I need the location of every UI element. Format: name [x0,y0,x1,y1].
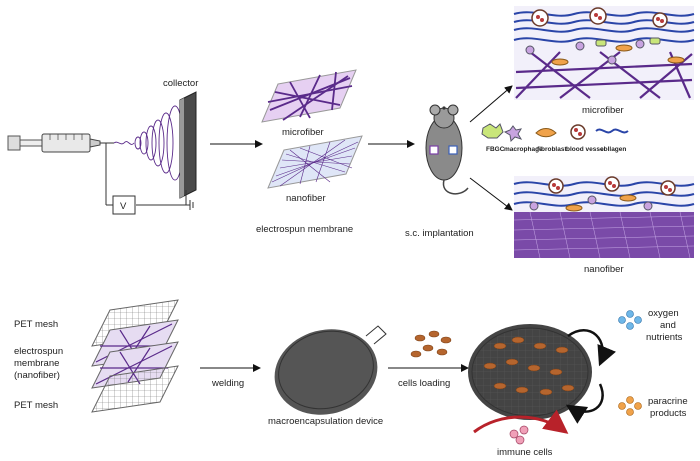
nanofiber-tissue-result [513,176,695,259]
loaded-cells-icon [410,330,452,358]
pet-mesh-top-label: PET mesh [14,319,58,330]
loaded-device [468,324,616,424]
result-microfiber-label: microfiber [582,105,624,116]
membrane-label-2: membrane [14,358,59,369]
oxygen-label-2: and [660,320,676,331]
membrane-caption: electrospun membrane [256,224,353,235]
cell-legend [481,123,629,143]
paracrine-label-1: paracrine [648,396,688,407]
legend-fibroblast: fibroblast [537,146,567,153]
nanofiber-label: nanofiber [286,193,326,204]
microfiber-membrane [261,69,357,123]
legend-fbgc: FBGC [486,146,505,153]
paracrine-label-2: products [650,408,687,419]
nanofiber-membrane [267,135,363,189]
pet-mesh-bottom-label: PET mesh [14,400,58,411]
immune-cells-icon [509,425,529,445]
microfiber-label: microfiber [282,127,324,138]
voltage-source [112,195,136,215]
legend-blood-vessel: blood vessel [566,146,606,153]
immune-cells-arrow [473,409,569,434]
collector-label: collector [163,78,198,89]
blood-vessel-icon [570,124,586,140]
result-nanofiber-label: nanofiber [584,264,624,275]
oxygen-label-3: nutrients [646,332,683,343]
membrane-label-1: electrospun [14,346,63,357]
macrophage-icon [503,125,523,143]
fbgc-icon [481,123,504,139]
device-caption: macroencapsulation device [268,416,383,427]
arrow-to-microfiber-result [469,85,513,123]
jet-cone [113,105,184,181]
collagen-icon [595,128,629,134]
oxygen-label-1: oxygen [648,308,679,319]
cells-loading-label: cells loading [398,378,450,389]
voltage-label: V [120,201,127,212]
collector-plate [179,91,197,199]
oxygen-icon [618,310,642,330]
membrane-label-3: (nanofiber) [14,370,60,381]
syringe [7,133,114,153]
mouse-illustration [425,104,469,195]
implantation-label: s.c. implantation [405,228,474,239]
microfiber-tissue-result [513,6,695,100]
legend-collagen: collagen [600,146,626,153]
legend-macrophage: macrophage [504,146,543,153]
paracrine-icon [618,396,642,416]
arrow-to-nanofiber-result [469,177,513,211]
welding-label: welding [211,378,244,389]
layer-stack [91,299,179,413]
immune-cells-label: immune cells [497,447,553,458]
macroencapsulation-device [274,325,387,415]
fibroblast-icon [535,128,557,138]
